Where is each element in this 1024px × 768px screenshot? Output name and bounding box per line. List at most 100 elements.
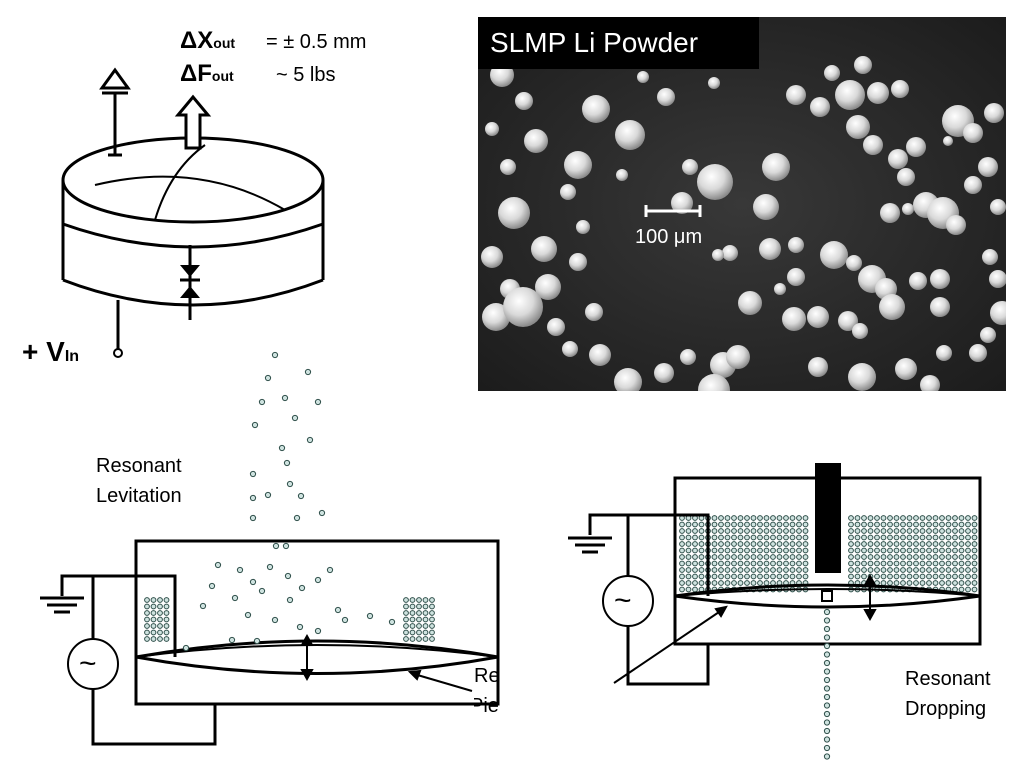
powder-particle <box>926 554 932 560</box>
powder-particle <box>945 567 952 573</box>
powder-particle <box>939 573 945 580</box>
powder-particle <box>718 567 724 573</box>
powder-particle <box>685 528 692 534</box>
powder-particle <box>900 554 906 560</box>
levitating-particle <box>314 627 322 635</box>
levitation-label-line2: Levitation <box>96 485 182 507</box>
powder-particle <box>679 528 685 534</box>
lithium-sphere <box>762 153 790 181</box>
powder-particle <box>776 554 783 560</box>
powder-particle <box>429 636 435 642</box>
levitation-chamber <box>60 539 500 746</box>
powder-particle <box>163 636 170 642</box>
dropping-callout-arrow-icon <box>613 605 728 684</box>
powder-particle <box>952 547 958 554</box>
powder-particle <box>711 515 718 521</box>
powder-particle <box>913 534 919 541</box>
powder-particle <box>789 547 796 554</box>
powder-particle <box>763 567 770 573</box>
powder-particle <box>698 560 705 567</box>
powder-particle <box>698 580 705 586</box>
levitating-particle <box>284 572 292 580</box>
dropping-vibration-arrow-icon <box>863 573 877 622</box>
lithium-sphere <box>846 255 862 271</box>
powder-particle <box>861 515 867 521</box>
powder-particle <box>880 554 887 560</box>
powder-particle <box>887 534 893 541</box>
powder-particle <box>887 547 893 554</box>
powder-particle <box>867 541 874 547</box>
levitating-particle <box>244 611 252 619</box>
dropping-particle <box>823 685 831 692</box>
powder-particle <box>854 534 861 541</box>
dropping-particle <box>823 642 831 650</box>
powder-particle <box>163 623 170 629</box>
levitating-particle <box>334 606 342 614</box>
powder-particle <box>724 528 731 534</box>
powder-particle <box>796 567 802 573</box>
lithium-sphere <box>946 215 966 235</box>
powder-particle <box>783 534 789 541</box>
powder-particle <box>867 515 874 521</box>
powder-particle <box>867 567 874 573</box>
powder-particle <box>679 560 685 567</box>
powder-particle <box>718 573 724 580</box>
lithium-sphere <box>852 323 868 339</box>
powder-particle <box>926 521 932 528</box>
powder-particle <box>848 554 854 560</box>
levitating-particle <box>236 566 244 574</box>
powder-particle <box>893 528 900 534</box>
powder-particle <box>952 573 958 580</box>
levitating-particle <box>283 459 291 467</box>
powder-particle <box>776 528 783 534</box>
powder-particle <box>763 528 770 534</box>
powder-particle <box>679 586 685 593</box>
powder-particle <box>770 580 776 586</box>
powder-particle <box>971 547 978 554</box>
powder-particle <box>698 521 705 528</box>
powder-particle <box>880 560 887 567</box>
powder-particle <box>731 580 737 586</box>
powder-particle <box>939 567 945 573</box>
powder-particle <box>796 521 802 528</box>
powder-particle <box>150 629 157 636</box>
powder-particle <box>750 541 757 547</box>
powder-particle <box>770 515 776 521</box>
powder-particle <box>750 521 757 528</box>
powder-particle <box>861 528 867 534</box>
lithium-sphere <box>498 197 530 229</box>
powder-particle <box>945 573 952 580</box>
powder-particle <box>926 560 932 567</box>
powder-particle <box>409 616 416 623</box>
delta-x-symbol-text: ΔX <box>180 27 214 54</box>
powder-particle <box>932 515 939 521</box>
delta-f-symbol-text: ΔF <box>180 60 212 87</box>
dropping-ground-icon <box>568 536 612 554</box>
levitating-particle <box>272 542 280 550</box>
powder-particle <box>744 534 750 541</box>
powder-particle <box>724 560 731 567</box>
powder-particle <box>422 603 429 610</box>
lithium-sphere <box>560 184 576 200</box>
powder-particle <box>776 573 783 580</box>
powder-particle <box>913 547 919 554</box>
powder-particle <box>685 580 692 586</box>
powder-particle <box>874 554 880 560</box>
powder-particle <box>724 567 731 573</box>
powder-particle <box>913 554 919 560</box>
powder-particle <box>926 573 932 580</box>
powder-particle <box>692 554 698 560</box>
powder-particle <box>757 580 763 586</box>
powder-particle <box>958 554 965 560</box>
lithium-sphere <box>989 270 1006 288</box>
lithium-sphere <box>726 345 750 369</box>
powder-particle <box>958 586 965 593</box>
powder-particle <box>750 528 757 534</box>
dropping-particle <box>823 693 831 701</box>
lithium-sphere <box>838 311 858 331</box>
powder-particle <box>906 567 913 573</box>
powder-particle <box>848 573 854 580</box>
powder-particle <box>900 528 906 534</box>
delta-x-subscript: out <box>213 35 236 51</box>
powder-particle <box>874 560 880 567</box>
